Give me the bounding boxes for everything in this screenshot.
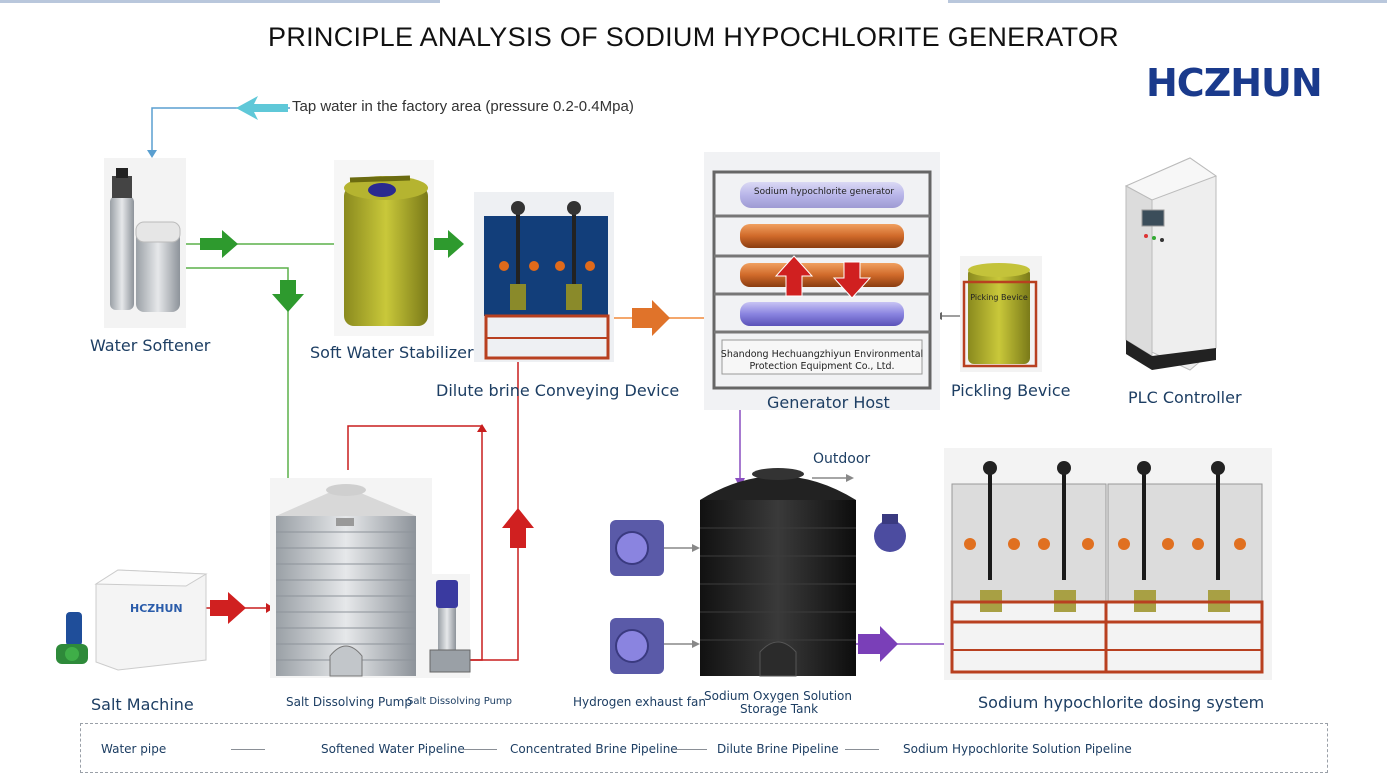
red-arrow-right <box>210 592 246 624</box>
water-softener-label: Water Softener <box>90 336 211 355</box>
dilute-brine-device-illustration <box>474 192 614 362</box>
salt-dissolving-tank-illustration <box>270 478 432 678</box>
purple-arrow <box>858 626 898 662</box>
green-arrow-down <box>272 280 304 312</box>
soft-water-stabilizer-label: Soft Water Stabilizer <box>310 343 474 362</box>
outdoor-label: Outdoor <box>813 451 871 467</box>
pickling-tank-label: Picking Bevice <box>970 293 1028 302</box>
legend-brine-pipe: Concentrated Brine Pipeline <box>510 742 678 756</box>
brine-pipe-2 <box>470 321 530 661</box>
water-softener-illustration <box>104 158 186 328</box>
legend-water-pipe-line <box>231 749 265 750</box>
salt-pump-label-2: Salt Dissolving Pump <box>407 696 512 707</box>
storage-tank-label-2: Storage Tank <box>740 702 819 716</box>
brand-logo: HCZHUN <box>1146 62 1323 102</box>
green-arrow-1 <box>200 230 238 258</box>
dosing-system-label: Sodium hypochlorite dosing system <box>978 693 1265 712</box>
hydrogen-fan-label: Hydrogen exhaust fan <box>573 695 706 709</box>
pickling-label: Pickling Bevice <box>951 381 1071 400</box>
orange-arrow <box>632 300 670 336</box>
red-arrow-gen-down <box>832 261 872 299</box>
salt-machine-label: Salt Machine <box>91 695 194 714</box>
legend-softened-pipe: Softened Water Pipeline <box>321 742 465 756</box>
company-line-1: Shandong Hechuangzhiyun Environmental <box>721 349 923 360</box>
company-line-2: Protection Equipment Co., Ltd. <box>749 361 894 372</box>
hydrogen-fan-1-illustration <box>610 520 664 576</box>
red-arrow-gen-up <box>774 255 814 297</box>
process-diagram: Sodium hypochlorite generator Shandong H… <box>56 96 1272 680</box>
top-accent-bar-right <box>948 0 1387 3</box>
generator-host-label: Generator Host <box>767 393 890 412</box>
salt-machine-illustration: HCZHUN <box>56 569 208 671</box>
tap-water-label: Tap water in the factory area (pressure … <box>292 98 634 115</box>
legend-water-pipe: Water pipe <box>101 742 167 756</box>
plc-controller-illustration <box>1124 157 1218 371</box>
tap-water-pipe <box>151 107 290 156</box>
softened-pipe-2 <box>186 267 289 510</box>
salt-dissolving-pump-illustration <box>426 574 471 678</box>
legend-hypochlorite-pipe: Sodium Hypochlorite Solution Pipeline <box>903 742 1132 756</box>
plc-controller-label: PLC Controller <box>1128 388 1242 407</box>
salt-pump-label-1: Salt Dissolving Pump <box>286 695 412 709</box>
red-arrow-up <box>502 508 534 548</box>
hydrogen-fan-2-illustration <box>610 618 664 674</box>
pipeline-legend: Water pipe Softened Water Pipeline Conce… <box>80 723 1328 773</box>
dilute-brine-label: Dilute brine Conveying Device <box>436 381 680 400</box>
legend-softened-pipe-line <box>463 749 497 750</box>
pickling-device-illustration: Picking Bevice <box>960 256 1042 372</box>
storage-tank-label-1: Sodium Oxygen Solution <box>704 689 852 703</box>
legend-dilute-pipe-line <box>845 749 879 750</box>
page-title: PRINCIPLE ANALYSIS OF SODIUM HYPOCHLORIT… <box>268 22 1119 52</box>
generator-host-illustration: Sodium hypochlorite generator Shandong H… <box>704 152 940 410</box>
legend-dilute-pipe: Dilute Brine Pipeline <box>717 742 839 756</box>
gas-detector-illustration <box>874 514 906 552</box>
salt-machine-brand: HCZHUN <box>130 602 183 615</box>
soft-water-stabilizer-illustration <box>334 160 434 336</box>
brand-logo-text: HCZHUN <box>1146 62 1322 102</box>
green-arrow-2 <box>426 230 464 258</box>
legend-brine-pipe-line <box>673 749 707 750</box>
generator-tube-label: Sodium hypochlorite generator <box>754 187 895 197</box>
top-accent-bar-left <box>0 0 440 3</box>
storage-tank-illustration <box>700 468 856 677</box>
dosing-system-illustration <box>944 448 1272 680</box>
tap-water-arrow <box>236 96 288 120</box>
